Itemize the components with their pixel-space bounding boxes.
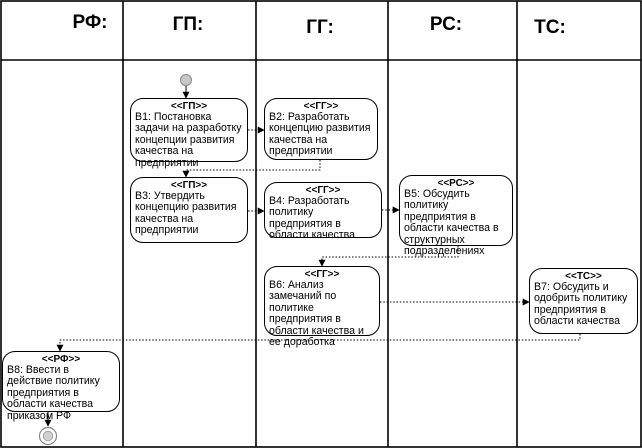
initial-state — [180, 74, 192, 86]
stereotype-label: <<ГГ>> — [305, 185, 341, 196]
activity-b7: <<ТС>> В7: Обсудить и одобрить политику … — [529, 268, 638, 334]
flow-b7-b8 — [56, 334, 581, 352]
activity-text: В7: Обсудить и одобрить политику предпри… — [534, 281, 628, 328]
activity-text: В3: Утвердить концепцию развития качеств… — [135, 190, 237, 237]
stereotype-label: <<ТС>> — [565, 271, 602, 282]
activity-b3: <<ГП>> В3: Утвердить концепцию развития … — [130, 177, 248, 243]
stereotype-label: <<ГП>> — [170, 180, 208, 191]
activity-text: В8: Ввести в действие политику предприят… — [7, 364, 100, 422]
stereotype-label: <<ГП>> — [170, 101, 208, 112]
stereotype-label: <<ГГ>> — [304, 269, 340, 280]
activity-text: В6: Анализ замечаний по политике предпри… — [269, 279, 364, 349]
activity-b6: <<ГГ>> В6: Анализ замечаний по политике … — [264, 266, 380, 348]
activity-b2: <<ГГ>> В2: Разработать концепцию развити… — [264, 98, 378, 160]
activity-text: В1: Постановка задачи на разработку конц… — [135, 111, 242, 169]
activity-text: В2: Разработать концепцию развития качес… — [269, 111, 371, 158]
lane-title-gp: ГП: — [172, 14, 204, 35]
stereotype-label: <<РФ>> — [41, 354, 81, 365]
lane-title-rs: РС: — [429, 14, 463, 35]
lane-title-rf: РФ: — [72, 12, 108, 33]
activity-text: В4: Разработать политику предприятия в о… — [269, 195, 356, 242]
flow-b2-b3 — [182, 160, 321, 178]
activity-b1: <<ГП>> В1: Постановка задачи на разработ… — [130, 98, 248, 168]
lane-title-gg: ГГ: — [306, 17, 334, 38]
stereotype-label: <<РС>> — [437, 178, 475, 189]
activity-b8: <<РФ>> В8: Ввести в действие политику пр… — [2, 351, 120, 421]
activity-b4: <<ГГ>> В4: Разработать политику предприя… — [264, 182, 382, 241]
stereotype-label: <<ГГ>> — [303, 101, 339, 112]
lane-title-ts: ТС: — [534, 17, 566, 38]
final-state — [38, 426, 58, 446]
activity-text: В5: Обсудить политику предприятия в обла… — [404, 188, 499, 258]
activity-b5: <<РС>> В5: Обсудить политику предприятия… — [399, 175, 513, 257]
